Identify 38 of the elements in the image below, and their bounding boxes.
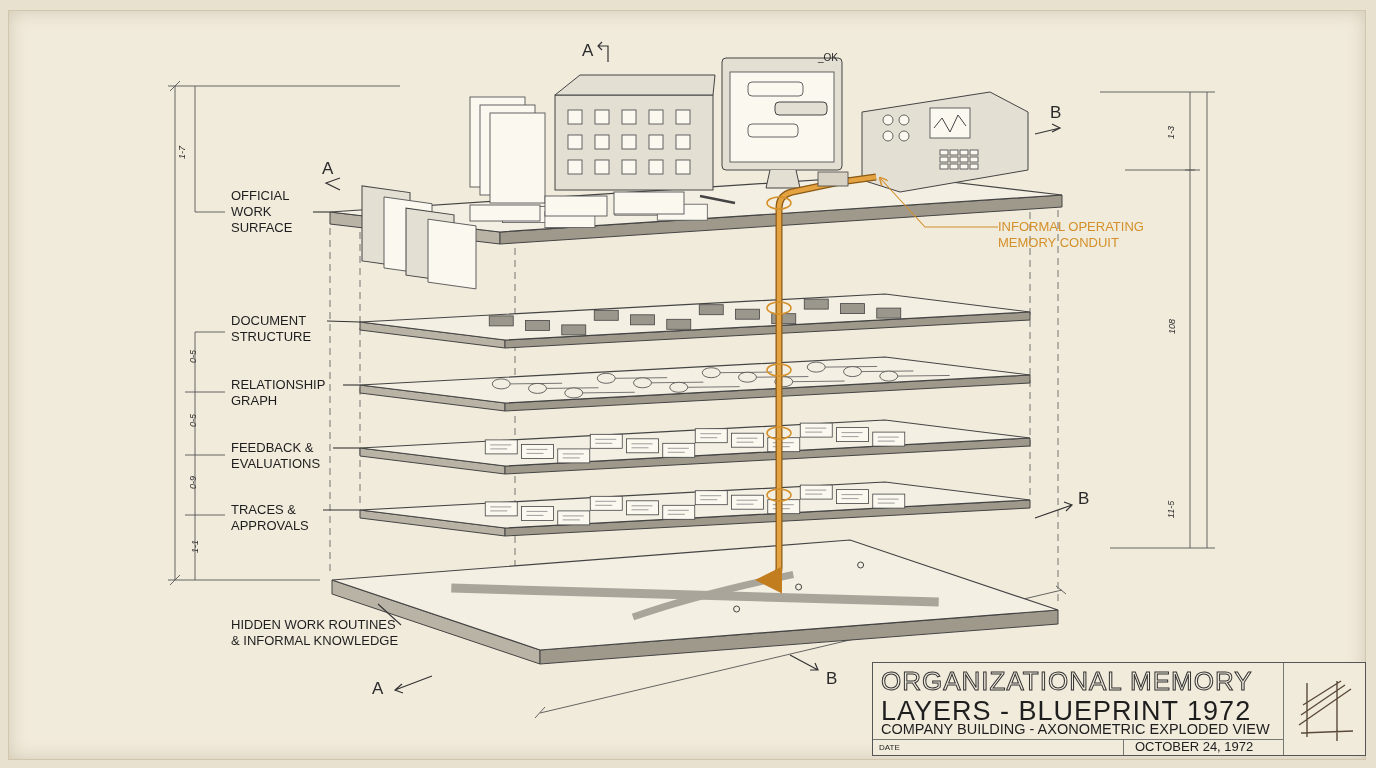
title-block-text: OCTOBER 24, 1972 <box>1135 740 1254 754</box>
title-block-text: COMPANY BUILDING - AXONOMETRIC EXPLODED VIEW <box>881 722 1270 738</box>
layer-label: FEEDBACK & EVALUATIONS <box>231 440 333 472</box>
dimension-text: 0-5 <box>189 414 198 427</box>
leader-line <box>878 176 999 228</box>
section-mark: B <box>1050 104 1062 121</box>
section-mark: A <box>372 680 384 697</box>
title-block-text: LAYERS - BLUEPRINT 1972 <box>881 697 1252 725</box>
layer-plate <box>360 420 1030 474</box>
leader-line <box>377 603 402 626</box>
title: ORGANIZATIONAL MEMORY <box>881 667 1253 696</box>
dimension-text: 0-9 <box>189 476 198 489</box>
section-mark: B <box>1078 490 1090 507</box>
layer-label: INFORMAL OPERATING MEMORY CONDUIT <box>998 219 1173 251</box>
layer-label: RELATIONSHIP GRAPH <box>231 377 343 409</box>
leader-line <box>326 320 361 323</box>
leader-line <box>332 447 361 449</box>
layer-label: OFFICIAL WORK SURFACE <box>231 188 313 236</box>
leader-line <box>342 384 361 386</box>
leader-line <box>312 211 331 213</box>
title-block-text: DATE <box>879 743 900 752</box>
dimension-text: 0-5 <box>189 350 198 363</box>
layer-label: HIDDEN WORK ROUTINES & INFORMAL KNOWLEDGE <box>231 617 401 649</box>
layer-plate <box>360 357 1030 411</box>
section-mark: A <box>582 42 594 59</box>
layer-plate <box>360 294 1030 348</box>
layer-plate <box>360 482 1030 536</box>
section-mark: B <box>826 670 838 687</box>
dimension-text: 1-7 <box>178 146 187 159</box>
layer-label: DOCUMENT STRUCTURE <box>231 313 327 345</box>
window-control-text: _OK <box>818 53 838 63</box>
layer-label: TRACES & APPROVALS <box>231 502 323 534</box>
section-mark: A <box>322 160 334 177</box>
dimension-text: 1-1 <box>191 540 200 553</box>
dimension-text: 108 <box>1168 319 1177 334</box>
dimension-text: 1-3 <box>1167 126 1176 139</box>
leader-line <box>322 509 361 511</box>
dimension-text: 11-5 <box>1167 500 1177 519</box>
